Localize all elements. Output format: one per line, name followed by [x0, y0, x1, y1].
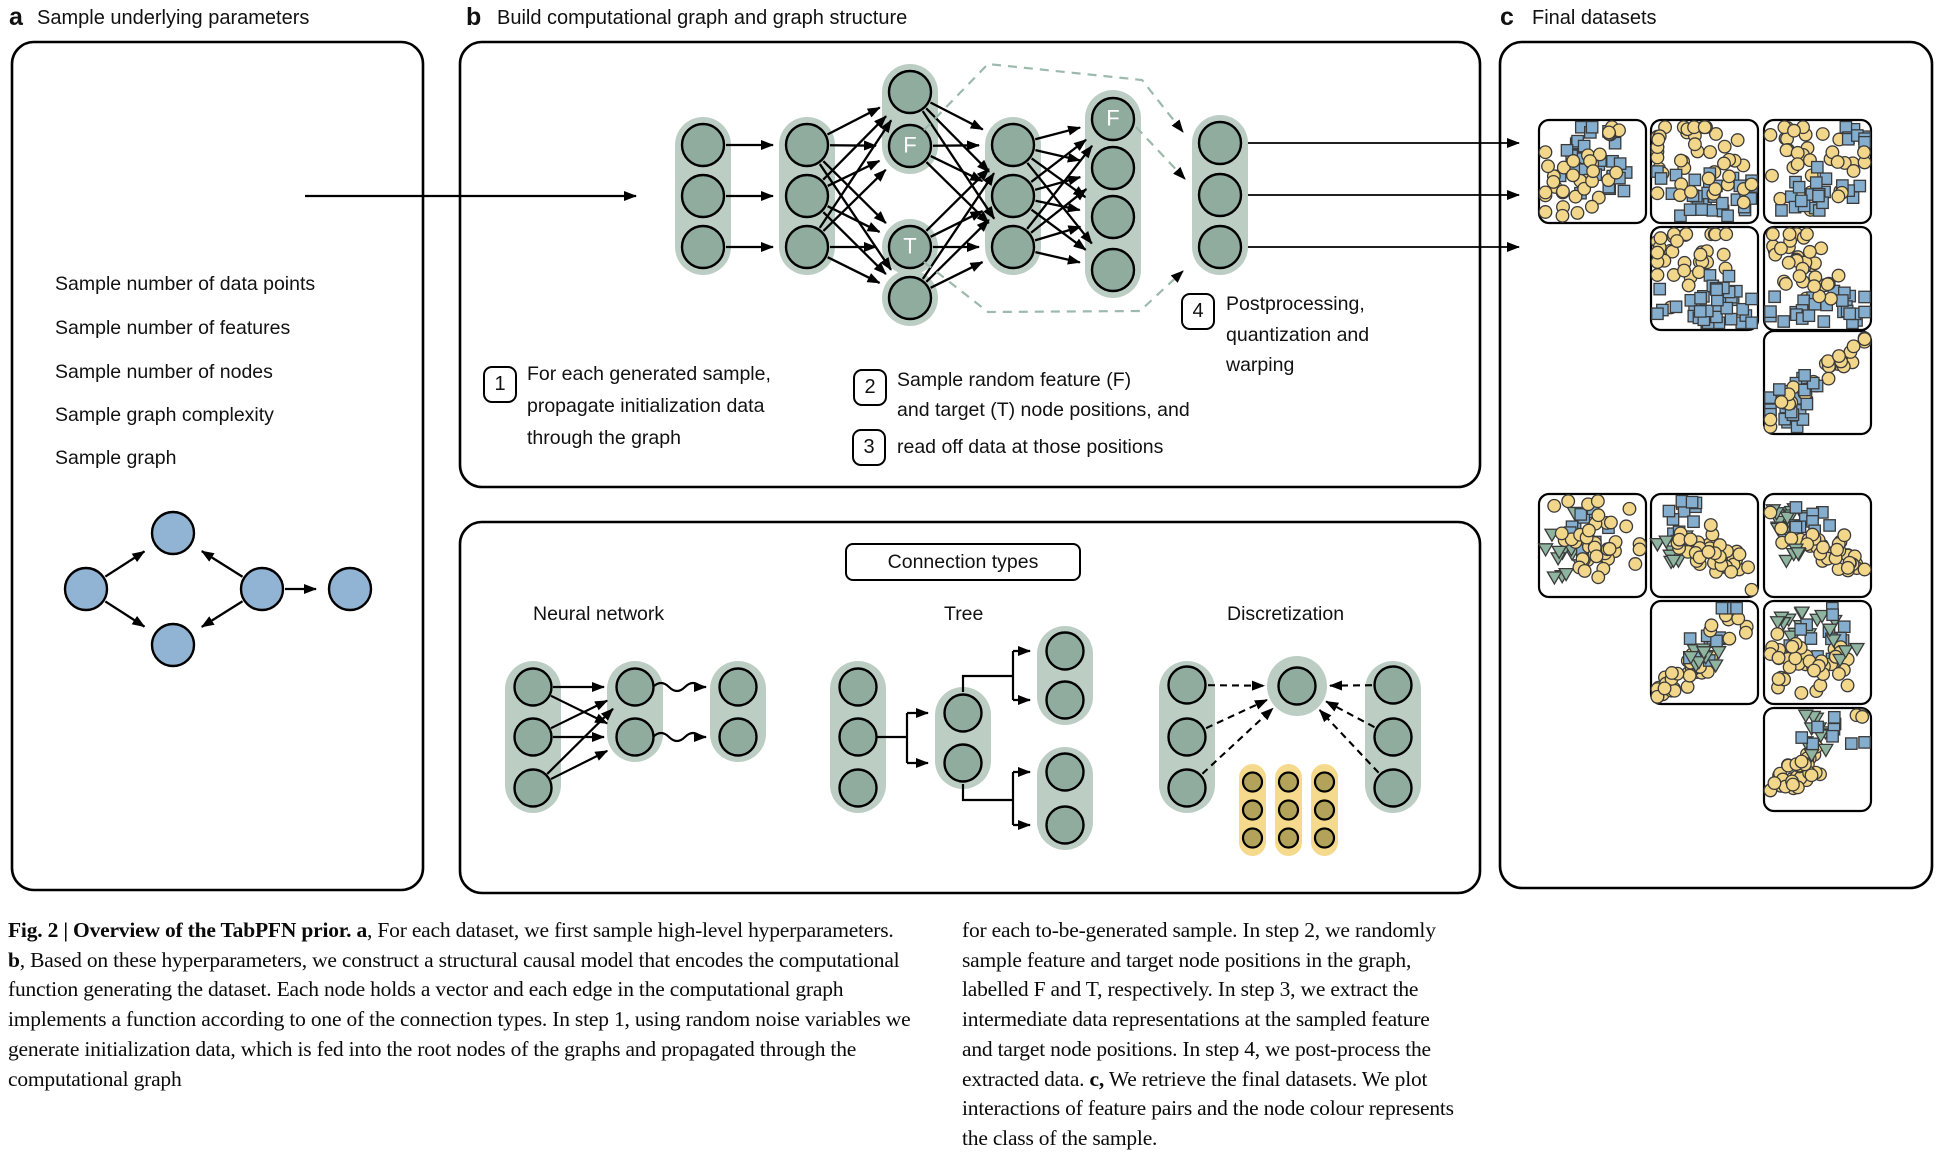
- caption-right-column: for each to-be-generated sample. In step…: [962, 916, 1454, 1154]
- section-label-discretization: Discretization: [1227, 603, 1345, 625]
- caption-left-column: Fig. 2 | Overview of the TabPFN prior. a…: [8, 916, 914, 1094]
- parameter-item: Sample number of features: [55, 317, 291, 339]
- step-2-badge: 2: [853, 369, 887, 406]
- connection-types-title-box: Connection types: [845, 543, 1081, 581]
- step-1-number: 1: [494, 373, 506, 395]
- step-3-badge: 3: [852, 429, 886, 466]
- step-4-text: Postprocessing,: [1226, 293, 1365, 315]
- scatter-plot: [1762, 225, 1873, 332]
- caption-run: b: [8, 947, 20, 972]
- scatter-plot: [1762, 329, 1873, 436]
- parameter-item: Sample graph complexity: [55, 404, 274, 426]
- caption-run: Fig. 2 | Overview of the TabPFN prior.: [8, 918, 357, 942]
- readoff-dashed: [923, 62, 1186, 314]
- scatter-plot: [1762, 599, 1873, 706]
- panel-a-title: Sample underlying parameters: [37, 7, 310, 29]
- step-3-text: read off data at those positions: [897, 436, 1164, 458]
- computational-graph: [675, 64, 1248, 326]
- scatter-plot: [1649, 118, 1760, 225]
- step-2-text: and target (T) node positions, and: [897, 399, 1190, 421]
- step-1-text: propagate initialization data: [527, 395, 765, 417]
- step-4-number: 4: [1192, 300, 1204, 322]
- connection-types-title: Connection types: [887, 550, 1039, 573]
- step-1-text: For each generated sample,: [527, 363, 771, 385]
- scatter-plot: [1649, 225, 1760, 332]
- scatter-plot: [1537, 118, 1648, 225]
- step-1-text: through the graph: [527, 427, 681, 449]
- scatter-plot: [1762, 706, 1873, 813]
- caption-run: , Based on these hyperparameters, we con…: [8, 947, 911, 1091]
- panel-b-letter: b: [466, 3, 482, 31]
- section-label-tree: Tree: [944, 603, 984, 625]
- caption-run: c,: [1089, 1066, 1105, 1091]
- sampled-graph: [63, 510, 373, 668]
- panel-c-letter: c: [1500, 3, 1514, 31]
- step-2-text: Sample random feature (F): [897, 369, 1132, 391]
- caption-run: for each to-be-generated sample. In step…: [962, 918, 1436, 1091]
- step-2-number: 2: [864, 376, 876, 398]
- flow-arrows: [305, 138, 1520, 252]
- scatter-plot: [1762, 492, 1873, 599]
- final-dataset-plots: [1537, 118, 1873, 813]
- panel-c-title: Final datasets: [1532, 7, 1657, 29]
- scatter-plot: [1649, 492, 1760, 599]
- parameter-item: Sample graph: [55, 447, 177, 469]
- feature-out-node-label: F: [1106, 105, 1120, 131]
- target-node-label: T: [903, 233, 917, 259]
- step-1-badge: 1: [483, 366, 517, 403]
- step-3-number: 3: [863, 436, 875, 458]
- parameter-item: Sample number of nodes: [55, 361, 273, 383]
- caption-run: a: [356, 918, 368, 942]
- connection-neural-network: [505, 661, 766, 813]
- feature-node-label: F: [903, 132, 917, 158]
- parameter-item: Sample number of data points: [55, 273, 316, 295]
- step-4-text: quantization and: [1226, 324, 1370, 346]
- step-4-text: warping: [1226, 354, 1295, 376]
- connection-discretization: [1159, 656, 1421, 856]
- scatter-plot: [1649, 599, 1760, 706]
- connection-tree: [830, 626, 1093, 850]
- panel-a-letter: a: [9, 3, 23, 31]
- scatter-plot: [1762, 118, 1873, 225]
- step-4-badge: 4: [1181, 293, 1215, 330]
- scatter-plot: [1537, 492, 1648, 599]
- caption-run: We retrieve the final datasets. We plot …: [962, 1066, 1454, 1150]
- section-label-neural-network: Neural network: [533, 603, 665, 625]
- panel-b-title: Build computational graph and graph stru…: [497, 7, 908, 29]
- caption-run: , For each dataset, we first sample high…: [367, 918, 894, 942]
